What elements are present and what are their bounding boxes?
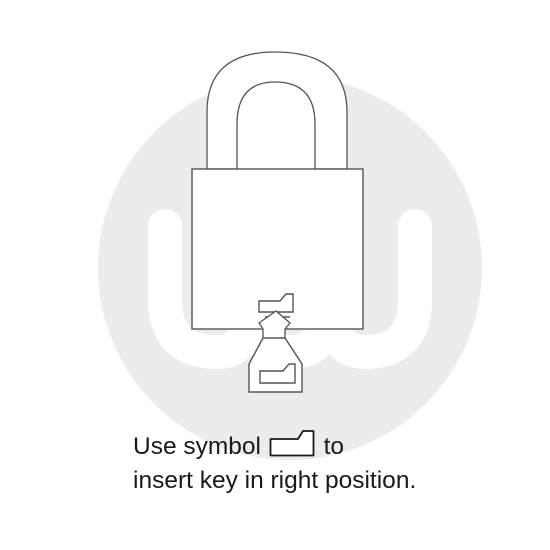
instruction-line-1: Use symbol to [133,428,416,464]
instruction-line-2: insert key in right position. [133,467,417,494]
instruction-text: Use symbol to insert key in right positi… [133,428,416,498]
instruction-text-before-symbol: Use symbol [133,433,268,460]
key-position-symbol-icon [269,430,315,457]
instruction-text-after-symbol: to [316,433,345,460]
padlock-shackle [206,51,348,169]
key-icon [248,310,303,393]
lock-key-position-symbol-icon [258,293,294,313]
key-position-symbol-icon [259,363,296,384]
